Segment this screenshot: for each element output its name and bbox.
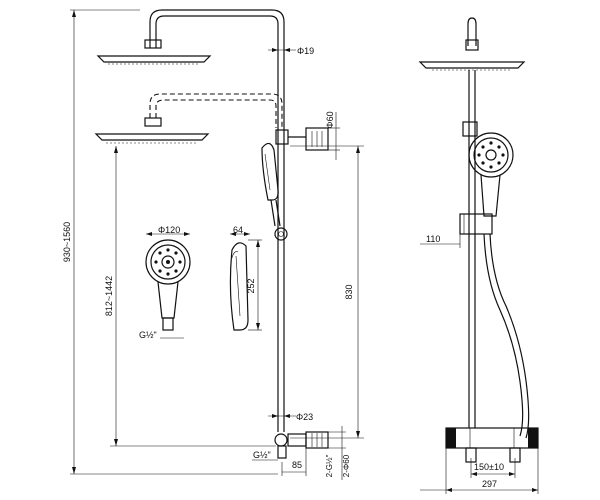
dim-slide-bar-label: 830 (344, 284, 354, 299)
dim-wall-offset: 110 (420, 234, 461, 248)
dim-total-width: 297 (420, 448, 539, 494)
nozzle-pattern (154, 248, 182, 276)
hand-shower-side-view (459, 132, 514, 235)
dim-inlet: G½" 85 (252, 448, 307, 476)
dim-head-height: 812~1442 (104, 146, 276, 447)
dim-hose-thread-label: G½" (139, 330, 157, 340)
dim-wall-offset-label: 110 (426, 234, 440, 244)
dim-total-height: 930~1560 (62, 9, 278, 475)
hand-shower-detail-side: 64 252 (229, 225, 262, 331)
rain-shower-head-upper (96, 9, 285, 65)
dim-handshower-diameter-label: Φ120 (158, 225, 180, 235)
dim-center-distance: 150±10 (470, 458, 516, 478)
dim-center-distance-label: 150±10 (474, 462, 504, 472)
dim-handshower-width-label: 64 (233, 225, 243, 235)
dim-inlet-thread-label: G½" (253, 450, 271, 460)
thermostatic-mixer-front (274, 431, 329, 459)
hand-shower-side-profile (261, 142, 288, 241)
rain-shower-head-lower (94, 93, 283, 144)
hose (483, 233, 530, 439)
dim-pipe-top: Φ19 (268, 46, 314, 56)
dim-pipe-bottom-label: Φ23 (296, 412, 313, 422)
dim-bracket-label: Φ60 (325, 111, 335, 128)
front-view: 930~1560 812~1442 Φ19 Φ60 (62, 9, 364, 480)
dim-total-width-label: 297 (482, 479, 497, 489)
dim-inlet-flange-label: 2-Φ60 (342, 454, 351, 477)
dim-total-height-label: 930~1560 (62, 222, 72, 262)
riser-pipe (277, 40, 285, 432)
dim-pipe-top-label: Φ19 (297, 46, 314, 56)
dim-bracket: Φ60 (325, 111, 340, 160)
rain-head-side (418, 17, 526, 71)
thermostatic-mixer-side (445, 427, 539, 463)
hand-shower-detail-front: Φ120 G½" (139, 225, 191, 340)
side-view: 110 150±10 297 (418, 17, 539, 494)
dim-slide-bar: 830 (290, 145, 364, 439)
dim-inlet-fittings: 2-G½" 2-Φ60 (325, 426, 351, 480)
wall-bracket (275, 127, 329, 151)
dim-handshower-length-label: 252 (246, 278, 256, 293)
bracket-side (462, 121, 478, 137)
dim-inlet-offset-label: 85 (292, 460, 302, 470)
dim-pipe-bottom: Φ23 (268, 412, 313, 422)
dim-inlet-diameter-label: 2-G½" (325, 454, 334, 477)
dim-head-height-label: 812~1442 (104, 276, 114, 316)
